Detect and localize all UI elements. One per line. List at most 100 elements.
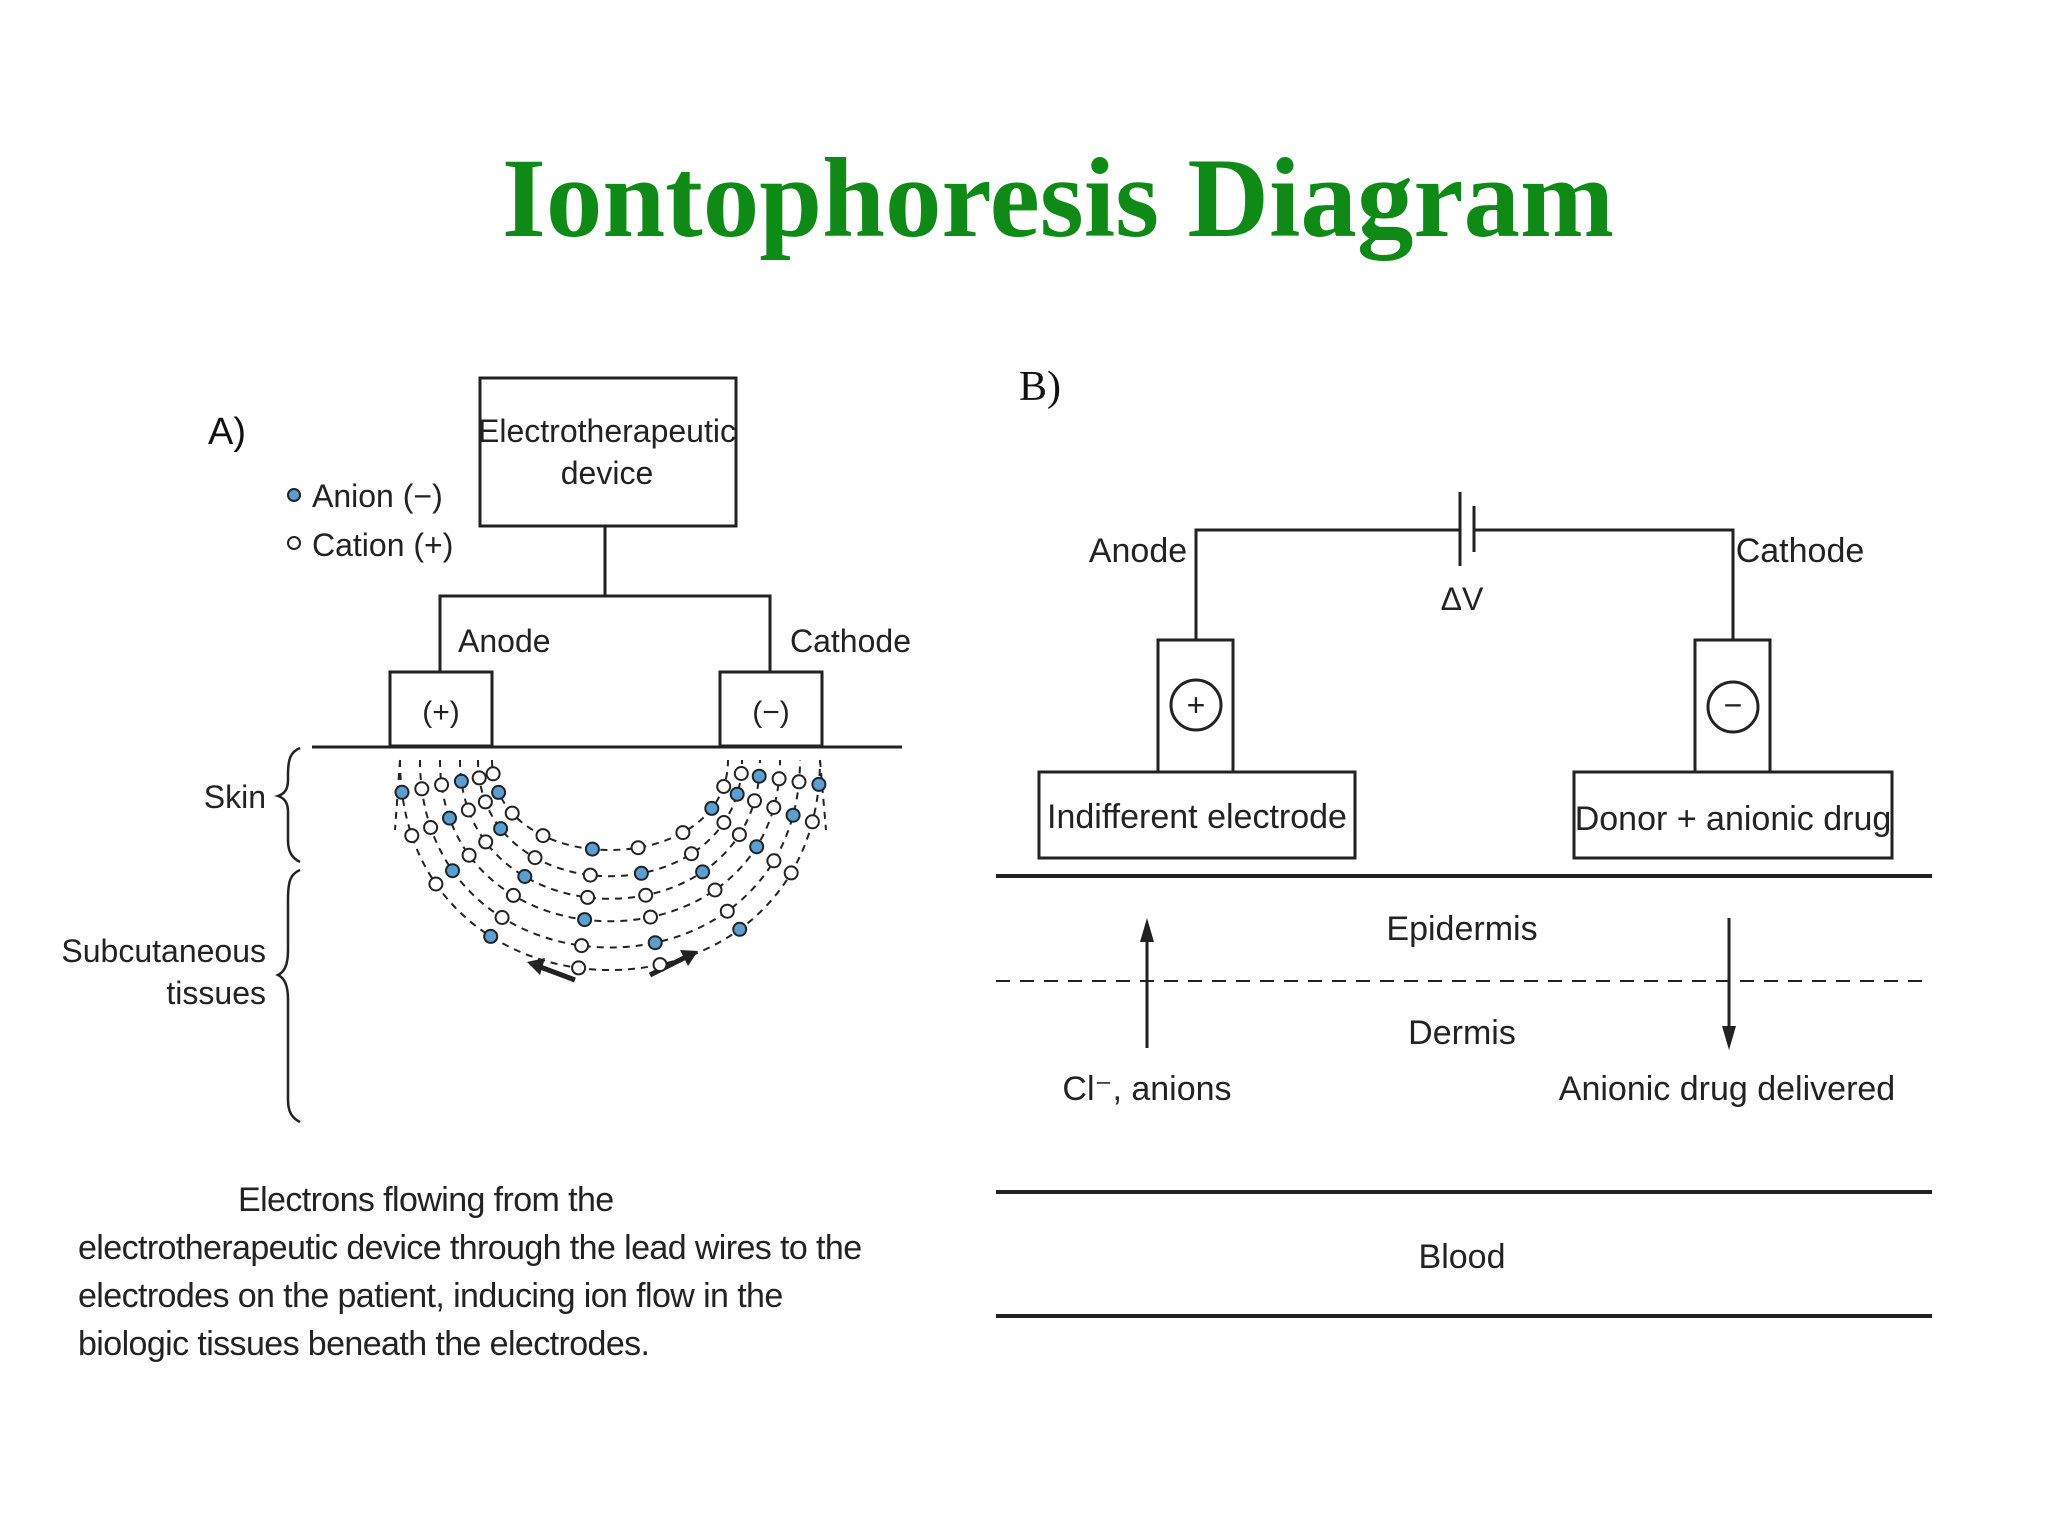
ion-dot xyxy=(675,825,691,841)
b-cathode-label: Cathode xyxy=(1736,532,1865,570)
voltage-label: ΔV xyxy=(1441,581,1484,617)
ion-dot xyxy=(580,889,596,905)
ion-dot xyxy=(811,776,827,792)
dermis-label: Dermis xyxy=(1408,1014,1516,1052)
ion-dot xyxy=(477,794,493,810)
ion-dot xyxy=(783,865,799,881)
cation-legend-label: Cation (+) xyxy=(312,527,453,563)
ion-dot xyxy=(414,781,430,797)
tissue-brace xyxy=(275,868,301,1124)
indifferent-electrode-label: Indifferent electrode xyxy=(1047,798,1347,836)
panel-a-caption: Electrons flowing from the electrotherap… xyxy=(78,1181,862,1363)
ion-dot xyxy=(749,839,765,855)
skin-brace xyxy=(274,746,301,864)
ion-dot xyxy=(494,910,510,925)
device-label-line1: Electrotherapeutic xyxy=(478,413,736,449)
ion-dot xyxy=(460,802,476,818)
panel-b-diagram xyxy=(996,492,1932,1318)
ion-dot xyxy=(442,810,457,826)
ion-dot xyxy=(731,827,747,843)
cathode-circuit-wire xyxy=(1474,528,1735,640)
electrode-lead-wires xyxy=(438,594,772,672)
ion-dot xyxy=(704,800,720,816)
panel-a-label: A) xyxy=(208,411,246,453)
ion-dot xyxy=(404,828,420,844)
donor-electrode-label: Donor + anionic drug xyxy=(1575,800,1892,838)
cation-legend-icon xyxy=(287,536,301,550)
b-anode-label: Anode xyxy=(1089,532,1187,570)
ion-dot xyxy=(785,807,801,823)
ion-dot xyxy=(716,779,732,794)
cation-flow-arrow xyxy=(648,952,692,978)
ion-dot xyxy=(478,834,494,850)
cathode-label: Cathode xyxy=(790,623,911,659)
ion-dot xyxy=(445,863,460,879)
cathode-symbol xyxy=(1706,680,1760,734)
ion-dot xyxy=(732,921,748,937)
ion-dot xyxy=(582,867,598,883)
ion-dot xyxy=(716,815,732,830)
anode-circuit-wire xyxy=(1194,528,1460,640)
ion-dot xyxy=(574,938,590,954)
ion-dot xyxy=(471,770,487,786)
ion-dot xyxy=(630,840,646,856)
ion-dot xyxy=(491,784,507,800)
ion-dot xyxy=(733,766,749,781)
ion-dot xyxy=(643,909,658,925)
ion-dot xyxy=(428,876,444,892)
drug-delivered-label: Anionic drug delivered xyxy=(1559,1070,1895,1108)
ion-dot xyxy=(633,865,649,881)
ion-dot xyxy=(695,864,711,880)
ion-dot xyxy=(571,960,587,976)
ion-dot xyxy=(577,912,593,928)
ion-dot xyxy=(517,869,533,884)
ion-dot xyxy=(766,800,782,815)
device-box xyxy=(478,376,738,528)
ion-dot xyxy=(747,793,762,809)
slide-title: Iontophoresis Diagram xyxy=(501,136,1615,261)
ion-dot xyxy=(584,841,600,857)
ion-dot xyxy=(453,773,469,789)
cathode-sign: (−) xyxy=(752,696,790,729)
ion-dots xyxy=(394,766,827,976)
ion-dot xyxy=(707,882,723,898)
ion-dot xyxy=(638,887,654,903)
anode-sign: (+) xyxy=(422,696,460,729)
ion-dot xyxy=(652,957,668,973)
epidermis-label: Epidermis xyxy=(1386,910,1537,948)
ion-dot xyxy=(423,820,439,835)
tissue-label-line1: Subcutaneous xyxy=(61,933,266,969)
donor-electrode-pad xyxy=(1572,770,1894,860)
ion-dot xyxy=(535,828,551,844)
anion-legend-label: Anion (−) xyxy=(312,478,443,514)
anions-label: Cl⁻, anions xyxy=(1062,1070,1231,1108)
ion-dot xyxy=(394,784,410,800)
ion-dot xyxy=(527,850,543,866)
device-label-line2: device xyxy=(561,455,654,491)
ion-dot xyxy=(729,786,745,802)
ion-dot xyxy=(804,814,820,830)
ion-dot xyxy=(791,774,807,790)
indifferent-electrode-pad xyxy=(1037,770,1357,860)
ion-dot xyxy=(771,771,787,787)
ion-dot xyxy=(751,768,767,784)
ion-dot xyxy=(504,805,520,821)
ion-dot xyxy=(766,853,782,869)
anode-label: Anode xyxy=(458,623,551,659)
ion-dot xyxy=(483,928,499,944)
tissue-label-line2: tissues xyxy=(166,975,266,1011)
skin-label: Skin xyxy=(204,779,266,815)
b-cathode-sign: − xyxy=(1724,687,1743,723)
b-anode-sign: + xyxy=(1187,687,1206,723)
panel-b-label: B) xyxy=(1019,364,1061,410)
anion-legend-icon xyxy=(287,488,301,502)
ion-dot xyxy=(684,846,699,862)
ion-dot xyxy=(505,887,521,903)
panel-a-diagram xyxy=(274,376,902,1124)
ion-dot xyxy=(493,821,509,837)
ion-dot xyxy=(461,847,477,863)
ion-dot xyxy=(434,777,450,793)
ion-dot xyxy=(719,903,735,919)
anode-symbol xyxy=(1169,678,1223,732)
